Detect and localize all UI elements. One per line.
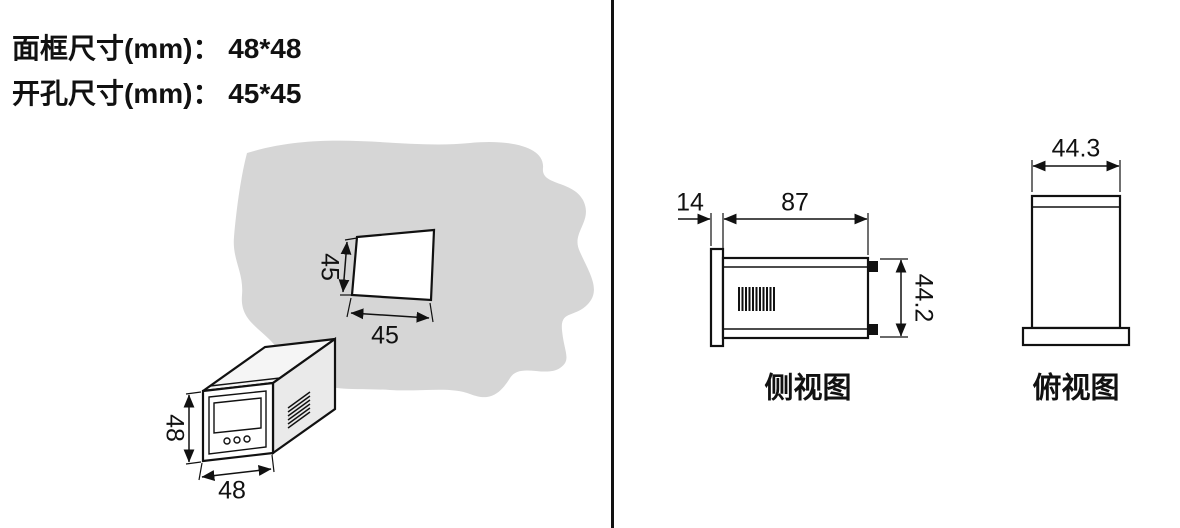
section-divider: [611, 0, 614, 528]
top-view-caption: 俯视图: [1032, 371, 1119, 405]
side-vent-grill: [738, 287, 775, 311]
meter-button-1: [223, 437, 231, 445]
side-clip-bottom: [868, 324, 878, 335]
cutout-width-dim-line: [350, 308, 430, 323]
side-view: 14 87 44.2 侧视图: [676, 189, 937, 405]
cutout-height-value: 45: [315, 253, 343, 281]
meter-ext-bl: [198, 462, 203, 481]
cutout-height-dim-line: [338, 241, 352, 293]
panel-cutout-view: 45 45: [233, 140, 594, 398]
meter-front-bezel: [208, 390, 267, 455]
meter-width-dim-line: [201, 465, 272, 481]
side-body-length-value: 87: [781, 189, 809, 217]
meter-button-3: [243, 435, 251, 443]
meter-top-edge-line: [209, 377, 281, 387]
header: 面框尺寸(mm)： 48*48 开孔尺寸(mm)： 45*45: [12, 33, 301, 109]
meter-height-value: 48: [160, 414, 188, 442]
cutout-ext-bl: [346, 297, 352, 318]
cutout-hole: [350, 228, 436, 302]
meter-width-value: 48: [218, 477, 246, 505]
meter-ext-top: [185, 391, 202, 395]
side-flange-depth-value: 14: [676, 189, 704, 217]
side-body: [721, 256, 870, 340]
side-clip-top: [868, 261, 878, 272]
meter-ext-br: [271, 454, 275, 473]
meter-button-2: [233, 436, 241, 444]
side-view-caption: 侧视图: [764, 372, 851, 405]
frame-size-label: 面框尺寸(mm)： 48*48: [12, 33, 301, 64]
meter-display-window: [213, 397, 262, 434]
top-view: 44.3 俯视图: [1021, 135, 1131, 405]
meter-side-vent: [287, 391, 311, 429]
cutout-ext-top: [344, 237, 358, 241]
cutout-ext-br: [429, 302, 434, 323]
top-width-value: 44.3: [1052, 135, 1101, 163]
top-body: [1030, 194, 1122, 330]
cutout-size-label: 开孔尺寸(mm)： 45*45: [12, 78, 301, 109]
side-height-value: 44.2: [909, 274, 937, 323]
side-flange: [709, 247, 725, 348]
meter-ext-bottom: [185, 461, 202, 465]
meter-3d-view: 48 48: [160, 336, 337, 505]
top-flange: [1021, 326, 1131, 347]
cutout-width-value: 45: [371, 322, 399, 350]
